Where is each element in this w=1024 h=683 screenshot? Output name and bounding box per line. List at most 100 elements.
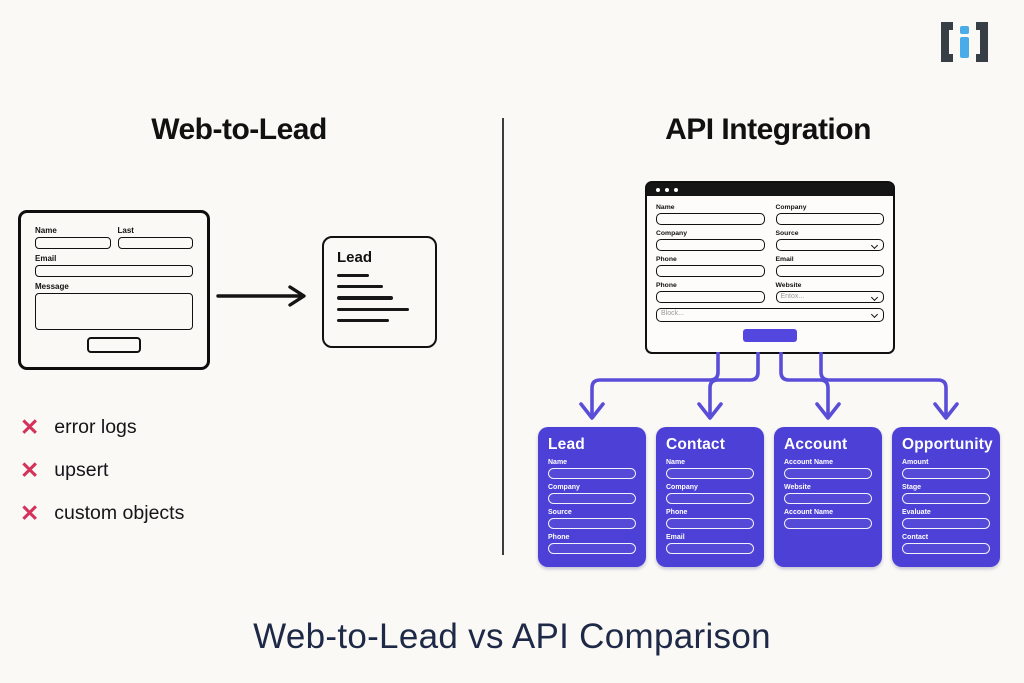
field-input[interactable]	[656, 265, 765, 277]
last-input[interactable]	[117, 237, 193, 249]
api-integration-title: API Integration	[665, 113, 871, 146]
api-form-field: Phone	[656, 281, 765, 303]
crm-field: Phone	[548, 533, 636, 554]
field-label: Contact	[902, 534, 929, 541]
drawback-label: custom objects	[54, 502, 185, 524]
arrow-to-lead	[590, 352, 720, 416]
window-dot-icon	[674, 187, 678, 192]
drawback-label: error logs	[54, 416, 137, 438]
field-label: Amount	[902, 459, 929, 466]
logo-left-bracket-icon	[941, 22, 953, 62]
crm-card-title: Lead	[548, 436, 585, 453]
field-input[interactable]	[548, 518, 636, 529]
email-input[interactable]	[35, 265, 193, 277]
web-form: Name Last Email Message	[18, 210, 210, 370]
divider-line	[502, 118, 504, 555]
text-line	[337, 318, 389, 322]
field-input[interactable]	[784, 493, 872, 504]
chevron-down-icon	[870, 241, 879, 249]
form-field-name: Name	[35, 226, 111, 249]
field-label: Phone	[548, 534, 570, 541]
crm-field: Source	[548, 508, 636, 529]
submit-button[interactable]	[87, 337, 141, 353]
field-label: Website	[775, 282, 802, 289]
crm-field: Account Name	[784, 508, 872, 529]
field-input[interactable]	[784, 518, 872, 529]
crm-field: Phone	[666, 508, 754, 529]
field-label: Name	[666, 459, 686, 466]
crm-field: Company	[548, 483, 636, 504]
fanout-arrows	[579, 352, 959, 420]
message-textarea[interactable]	[35, 293, 193, 330]
window-titlebar	[647, 183, 893, 196]
field-label: Name	[35, 226, 57, 235]
drawbacks-list: ✕error logs✕upsert ✕ custom objects	[20, 406, 184, 535]
field-input[interactable]	[902, 468, 990, 479]
web-to-lead-title: Web-to-Lead	[151, 113, 327, 146]
field-input[interactable]	[784, 468, 872, 479]
field-input[interactable]	[902, 518, 990, 529]
field-label: Website	[784, 484, 811, 491]
crm-card-title: Contact	[666, 436, 726, 453]
field-label: Source	[775, 230, 799, 237]
field-input[interactable]	[548, 468, 636, 479]
crm-field: Account Name	[784, 458, 872, 479]
field-label: Phone	[666, 509, 688, 516]
field-label: Company	[775, 204, 807, 211]
drawback-item: ✕ custom objects	[20, 492, 184, 535]
crm-field: Stage	[902, 483, 990, 504]
api-form-field: Company	[656, 229, 765, 251]
field-input[interactable]	[775, 213, 884, 225]
field-select[interactable]: Entox...	[775, 291, 884, 303]
crm-card-title: Opportunity	[902, 436, 993, 453]
field-label: Email	[35, 254, 57, 263]
field-label: Name	[548, 459, 568, 466]
field-label: Account Name	[784, 509, 834, 516]
block-select[interactable]: Block...	[656, 308, 884, 322]
field-input[interactable]	[666, 493, 754, 504]
api-submit-button[interactable]	[743, 329, 797, 342]
text-line	[337, 296, 393, 300]
select-placeholder: Block...	[661, 310, 684, 317]
crm-field: Contact	[902, 533, 990, 554]
field-input[interactable]	[666, 468, 754, 479]
field-input[interactable]	[656, 213, 765, 225]
field-label: Stage	[902, 484, 922, 491]
field-label: Phone	[656, 282, 677, 289]
field-input[interactable]	[548, 493, 636, 504]
crm-field: Email	[666, 533, 754, 554]
name-input[interactable]	[35, 237, 111, 249]
window-dot-icon	[656, 187, 660, 192]
chevron-down-icon	[870, 293, 879, 301]
field-select[interactable]	[775, 239, 884, 251]
page-title: Web-to-Lead vs API Comparison	[253, 617, 771, 656]
field-input[interactable]	[666, 543, 754, 554]
field-input[interactable]	[902, 493, 990, 504]
field-input[interactable]	[548, 543, 636, 554]
select-placeholder: Entox...	[780, 293, 805, 300]
x-icon: ✕	[20, 500, 40, 526]
lead-record-card: Lead	[322, 236, 437, 348]
field-label: Last	[117, 226, 134, 235]
crm-field: Website	[784, 483, 872, 504]
field-input[interactable]	[902, 543, 990, 554]
field-input[interactable]	[775, 265, 884, 277]
field-input[interactable]	[656, 239, 765, 251]
drawback-item: ✕error logs	[20, 406, 184, 449]
arrow-to-account	[779, 352, 830, 416]
text-line	[337, 274, 369, 278]
field-label: Evaluate	[902, 509, 931, 516]
text-line	[337, 285, 383, 289]
field-input[interactable]	[656, 291, 765, 303]
logo-right-bracket-icon	[976, 22, 988, 62]
field-input[interactable]	[666, 518, 754, 529]
arrow-to-opportunity	[819, 352, 948, 416]
drawback-item: ✕upsert	[20, 449, 184, 492]
right-arrow-icon	[216, 285, 306, 307]
form-field-email: Email	[35, 254, 193, 277]
window-dot-icon	[665, 187, 669, 192]
field-label: Company	[548, 484, 580, 491]
